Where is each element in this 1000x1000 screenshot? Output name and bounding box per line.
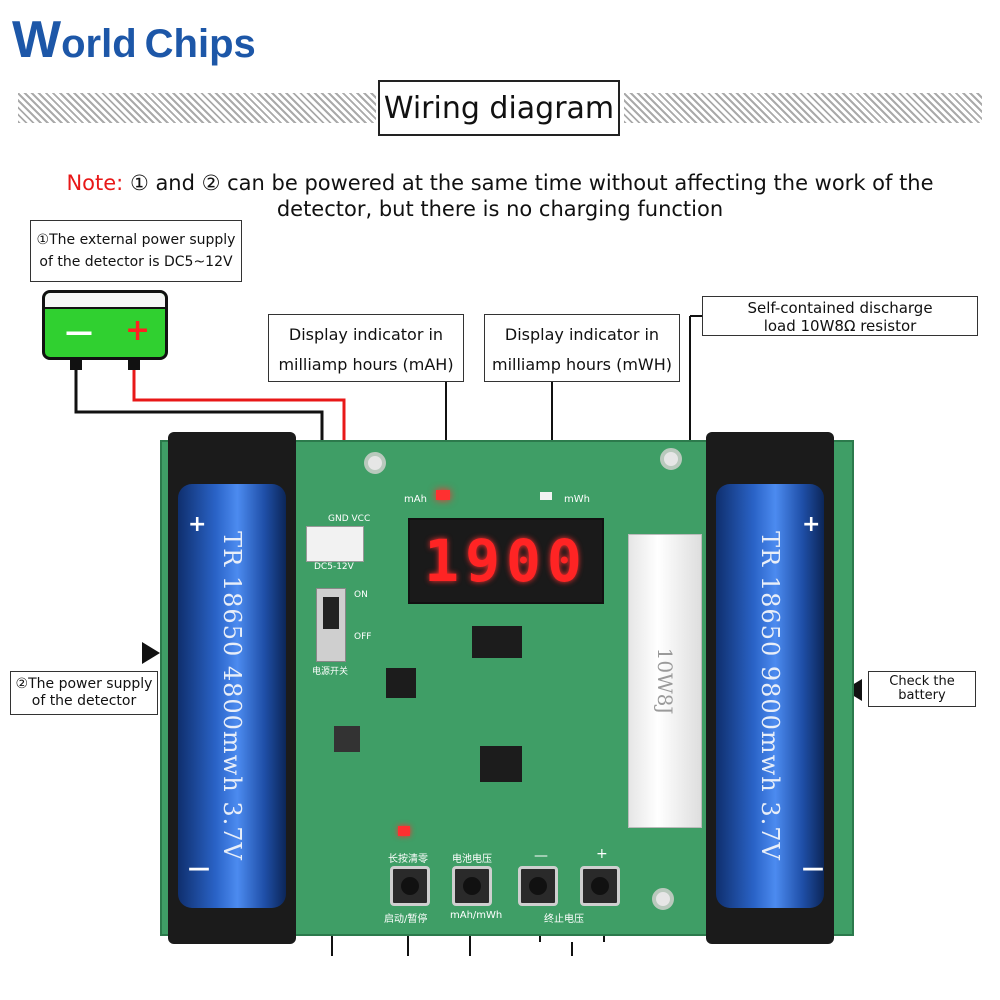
silk-gnd-vcc: GND VCC <box>328 514 371 524</box>
discharge-load-label: Self-contained discharge load 10W8Ω resi… <box>702 296 978 336</box>
external-supply-line1: ①The external power supply <box>36 232 236 248</box>
mount-hole <box>364 452 386 474</box>
external-power-supply-battery: — + <box>42 290 168 360</box>
silk-mah: mAh <box>404 494 427 505</box>
power-supply-line1: ②The power supply <box>15 676 153 692</box>
mwh-label-line2: milliamp hours (mWH) <box>492 355 672 374</box>
ic-chip <box>472 626 522 658</box>
switch-knob <box>323 597 339 629</box>
battery-minus-sign: — <box>65 315 93 348</box>
mwh-indicator-label: Display indicator in milliamp hours (mWH… <box>484 314 680 382</box>
right-cell-plus: + <box>802 512 821 537</box>
mah-indicator-label: Display indicator in milliamp hours (mAH… <box>268 314 464 382</box>
arrow-right-icon <box>142 642 160 664</box>
btn-label-plus: + <box>596 846 608 862</box>
resistor-marking: 10W8J <box>653 647 677 715</box>
check-battery-label: Check the battery <box>868 671 976 707</box>
note-text: Note: ① and ② can be powered at the same… <box>30 170 970 222</box>
right-18650-cell: TR 18650 9800mwh 3.7V + — <box>716 484 824 908</box>
battery-terminal-positive <box>128 360 140 370</box>
seven-segment-display: 1900 <box>408 518 604 604</box>
note-label: Note: <box>66 171 124 195</box>
btn-label-voltage: 电池电压 <box>452 854 492 865</box>
dc-input-connector <box>306 526 364 562</box>
mah-mwh-button[interactable] <box>452 866 492 906</box>
logo-letter-w: W <box>12 11 62 69</box>
title-hatch-right <box>624 93 982 123</box>
note-body: ① and ② can be powered at the same time … <box>129 171 934 221</box>
start-pause-button[interactable] <box>390 866 430 906</box>
right-cell-text: TR 18650 9800mwh 3.7V <box>756 531 784 861</box>
discharge-resistor: 10W8J <box>628 534 702 828</box>
left-cell-text: TR 18650 4800mwh 3.7V <box>218 531 246 861</box>
mah-led <box>436 490 450 500</box>
mwh-led <box>540 492 552 500</box>
left-18650-cell: TR 18650 4800mwh 3.7V + — <box>178 484 286 908</box>
mah-label-line2: milliamp hours (mAH) <box>278 355 454 374</box>
left-cell-minus: — <box>188 856 210 881</box>
silk-off: OFF <box>354 632 372 642</box>
btn-label-minus: — <box>534 848 548 864</box>
btn-label-mah-mwh: mAh/mWh <box>450 910 503 921</box>
title-hatch-left <box>18 93 376 123</box>
power-slide-switch <box>316 588 346 662</box>
silk-dc-label: DC5-12V <box>314 562 354 572</box>
battery-terminal-negative <box>70 360 82 370</box>
page-title: Wiring diagram <box>378 80 620 136</box>
world-chips-logo: W orld Chips <box>12 6 256 66</box>
mah-label-line1: Display indicator in <box>288 325 444 344</box>
logo-text-chips: Chips <box>144 22 256 66</box>
right-cell-minus: — <box>802 856 824 881</box>
silk-power-switch: 电源开关 <box>312 667 349 677</box>
mount-hole <box>660 448 682 470</box>
power-supply-line2: of the detector <box>31 693 137 709</box>
battery-top <box>45 293 165 309</box>
silk-on: ON <box>354 590 368 600</box>
display-reading: 1900 <box>424 527 588 595</box>
load-label-line2: load 10W8Ω resistor <box>763 317 917 335</box>
mwh-label-line1: Display indicator in <box>504 325 660 344</box>
power-supply-label: ②The power supply of the detector <box>10 671 158 715</box>
status-led <box>398 826 410 836</box>
minus-button[interactable] <box>518 866 558 906</box>
ic-chip <box>386 668 416 698</box>
btn-label-start-pause: 启动/暂停 <box>384 914 428 925</box>
btn-label-end-voltage: 终止电压 <box>544 914 584 925</box>
check-line2: battery <box>898 688 946 703</box>
ic-chip <box>480 746 522 782</box>
load-label-line1: Self-contained discharge <box>747 299 933 317</box>
external-supply-label: ①The external power supply of the detect… <box>30 220 242 282</box>
mount-hole <box>652 888 674 910</box>
inductor <box>334 726 360 752</box>
check-line1: Check the <box>889 674 955 689</box>
btn-label-clear: 长按清零 <box>388 854 428 865</box>
left-cell-plus: + <box>188 512 207 537</box>
logo-text-orld: orld <box>61 22 137 66</box>
silk-mwh: mWh <box>564 494 590 505</box>
external-supply-line2: of the detector is DC5~12V <box>39 254 233 270</box>
battery-plus-sign: + <box>125 313 151 348</box>
plus-button[interactable] <box>580 866 620 906</box>
